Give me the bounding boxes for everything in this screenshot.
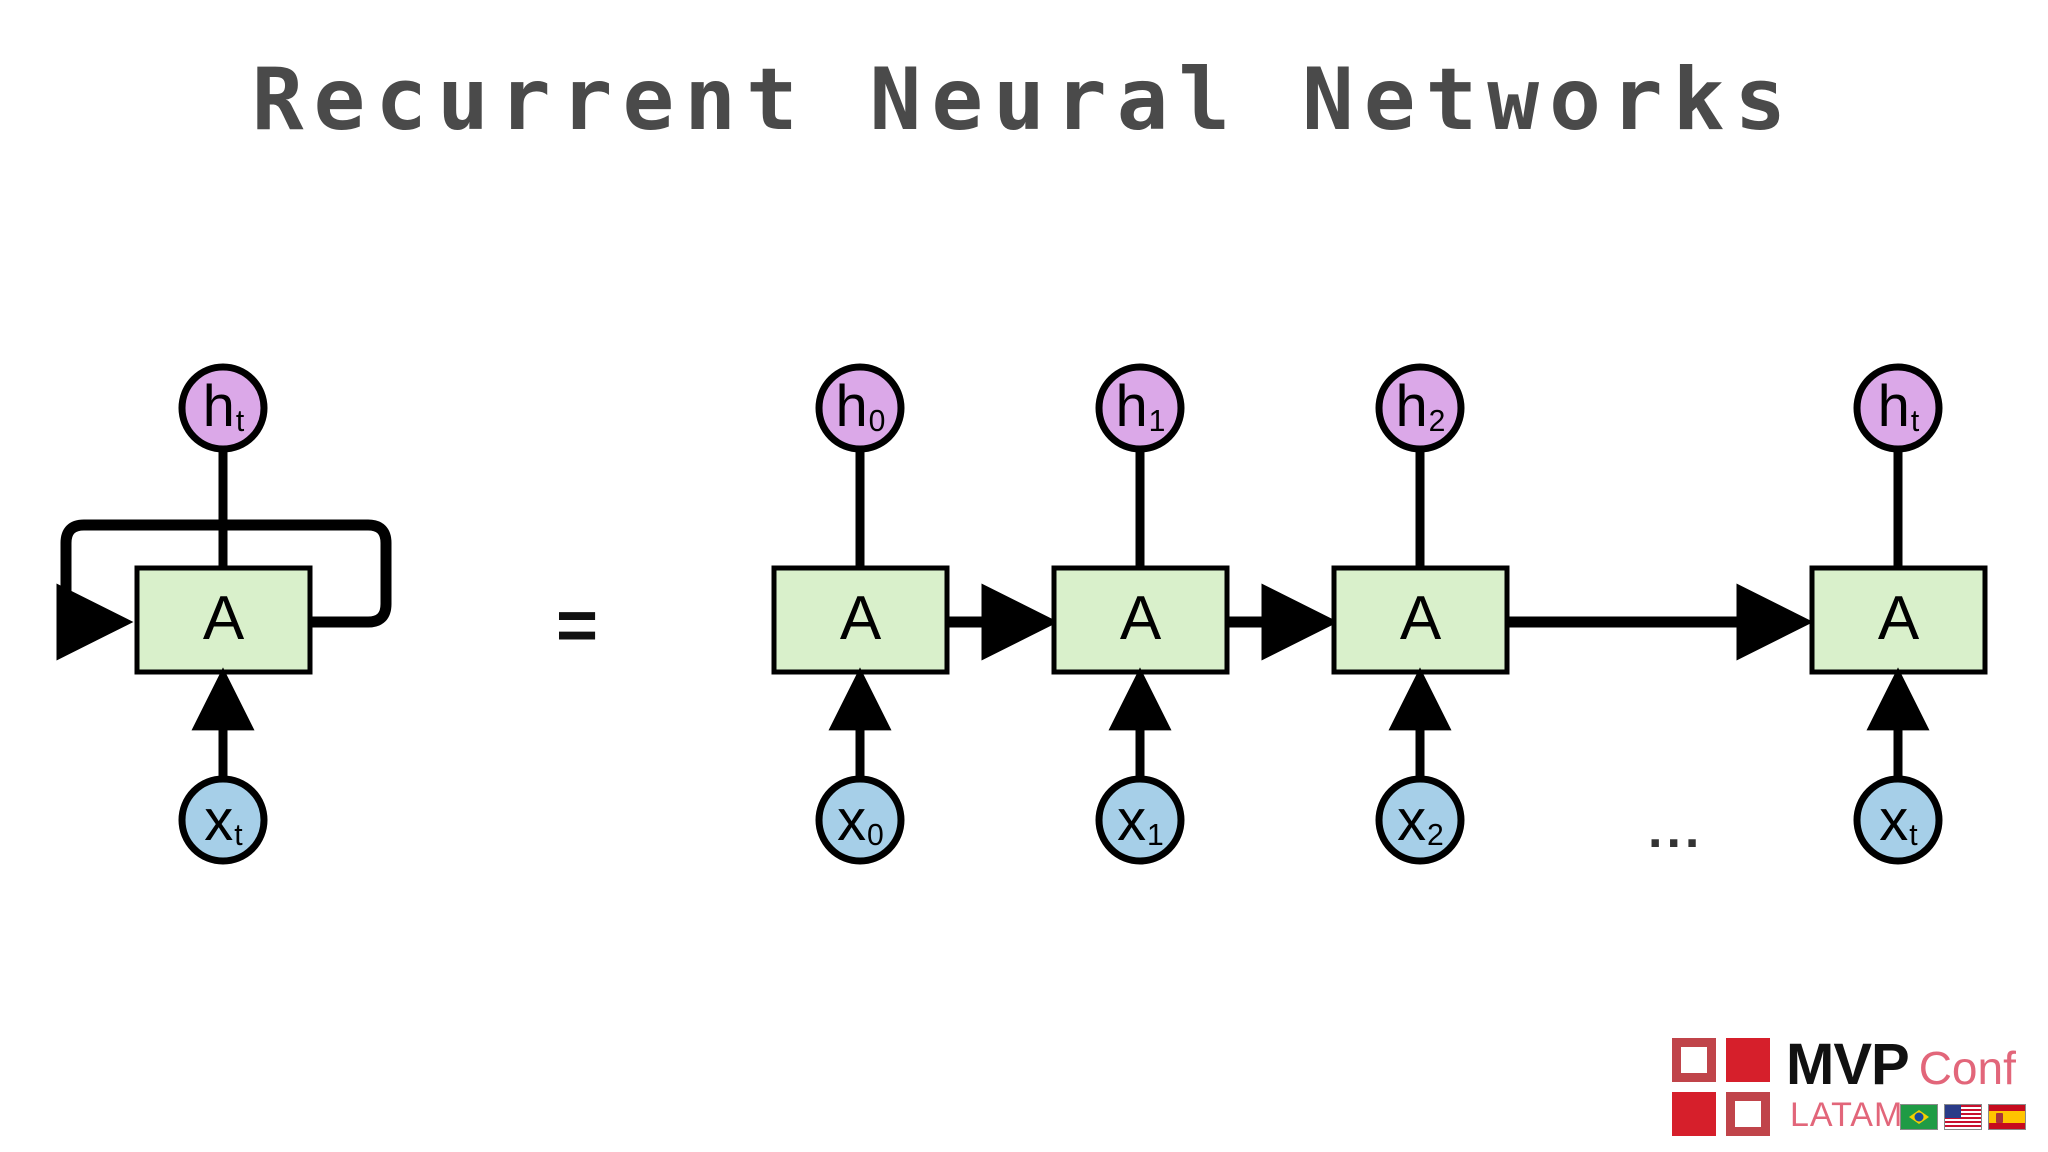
unrolled-input-sub-0: 0	[867, 818, 884, 852]
folded-rnn-group	[56, 363, 392, 865]
unrolled-input-label-1: x1	[1097, 792, 1183, 852]
logo-conf-text: Conf	[1918, 1042, 2016, 1094]
folded-input-node	[178, 775, 268, 865]
unrolled-hidden-label-1: h1	[1097, 378, 1183, 438]
logo-mvp-text: MVP	[1786, 1032, 1910, 1097]
unrolled-hidden-node-t	[1853, 363, 1943, 453]
folded-cell-label: A	[202, 584, 245, 653]
equals-operator: =	[556, 586, 599, 666]
unrolled-input-base-2: x	[1397, 788, 1427, 853]
sequence-ellipsis: ...	[1648, 801, 1704, 859]
unrolled-input-label-t: xt	[1855, 792, 1941, 852]
unrolled-input-sub-t: t	[1909, 818, 1918, 852]
logo-square-top-right	[1726, 1038, 1770, 1082]
unrolled-hidden-label-2: h2	[1377, 378, 1463, 438]
unrolled-cell-label-1: A	[1119, 584, 1162, 653]
unrolled-hidden-sub-2: 2	[1428, 404, 1446, 438]
unrolled-cell-box-2	[1331, 565, 1510, 675]
logo-wordmark: MVP Conf	[1786, 1036, 2016, 1098]
unrolled-hidden-sub-1: 1	[1148, 404, 1166, 438]
unrolled-input-label-0: x0	[817, 792, 903, 852]
folded-hidden-label: ht	[180, 378, 266, 438]
unrolled-input-node-0	[815, 775, 905, 865]
folded-input-base: x	[204, 788, 234, 853]
folded-hidden-node	[178, 363, 268, 453]
usa-flag-icon	[1944, 1104, 1982, 1130]
page-title: Recurrent Neural Networks	[251, 50, 1797, 150]
folded-input-label: xt	[180, 792, 266, 852]
unrolled-input-node-2	[1375, 775, 1465, 865]
brazil-globe	[1914, 1112, 1924, 1122]
logo-square-top-left	[1672, 1038, 1716, 1082]
folded-cell-box	[134, 565, 313, 675]
unrolled-cell-box-1	[1051, 565, 1230, 675]
unrolled-hidden-base-2: h	[1395, 374, 1428, 439]
unrolled-hidden-label-t: ht	[1855, 378, 1941, 438]
unrolled-hidden-base-1: h	[1115, 374, 1148, 439]
unrolled-hidden-base-0: h	[835, 374, 868, 439]
logo-square-bottom-right	[1726, 1092, 1770, 1136]
spain-coat-of-arms	[1996, 1113, 2003, 1123]
folded-input-sub: t	[234, 818, 243, 852]
unrolled-input-sub-2: 2	[1427, 818, 1444, 852]
unrolled-input-node-1	[1095, 775, 1185, 865]
mvp-squares-icon	[1672, 1038, 1776, 1142]
unrolled-hidden-node-1	[1095, 363, 1185, 453]
unrolled-input-base-t: x	[1879, 788, 1909, 853]
brazil-flag-icon	[1900, 1104, 1938, 1130]
mvp-conf-latam-logo: MVP Conf LATAM	[1672, 1036, 2032, 1146]
unrolled-cell-label-2: A	[1399, 584, 1442, 653]
folded-hidden-sub: t	[235, 404, 245, 438]
unrolled-hidden-base-t: h	[1877, 374, 1910, 439]
logo-flags-row	[1900, 1104, 2026, 1130]
unrolled-input-sub-1: 1	[1147, 818, 1164, 852]
logo-square-bottom-left	[1672, 1092, 1716, 1136]
unrolled-hidden-label-0: h0	[817, 378, 903, 438]
usa-canton	[1945, 1105, 1961, 1118]
unrolled-input-label-2: x2	[1377, 792, 1463, 852]
unrolled-input-base-0: x	[837, 788, 867, 853]
spain-flag-icon	[1988, 1104, 2026, 1130]
folded-hidden-base: h	[202, 374, 235, 439]
logo-latam-text: LATAM	[1790, 1096, 1904, 1134]
unrolled-hidden-sub-t: t	[1910, 404, 1920, 438]
unrolled-hidden-node-0	[815, 363, 905, 453]
unrolled-rnn-group	[771, 363, 1988, 865]
unrolled-input-node-t	[1853, 775, 1943, 865]
unrolled-cell-label-t: A	[1877, 584, 1920, 653]
unrolled-input-base-1: x	[1117, 788, 1147, 853]
unrolled-hidden-node-2	[1375, 363, 1465, 453]
unrolled-cell-label-0: A	[839, 584, 882, 653]
unrolled-hidden-sub-0: 0	[868, 404, 886, 438]
